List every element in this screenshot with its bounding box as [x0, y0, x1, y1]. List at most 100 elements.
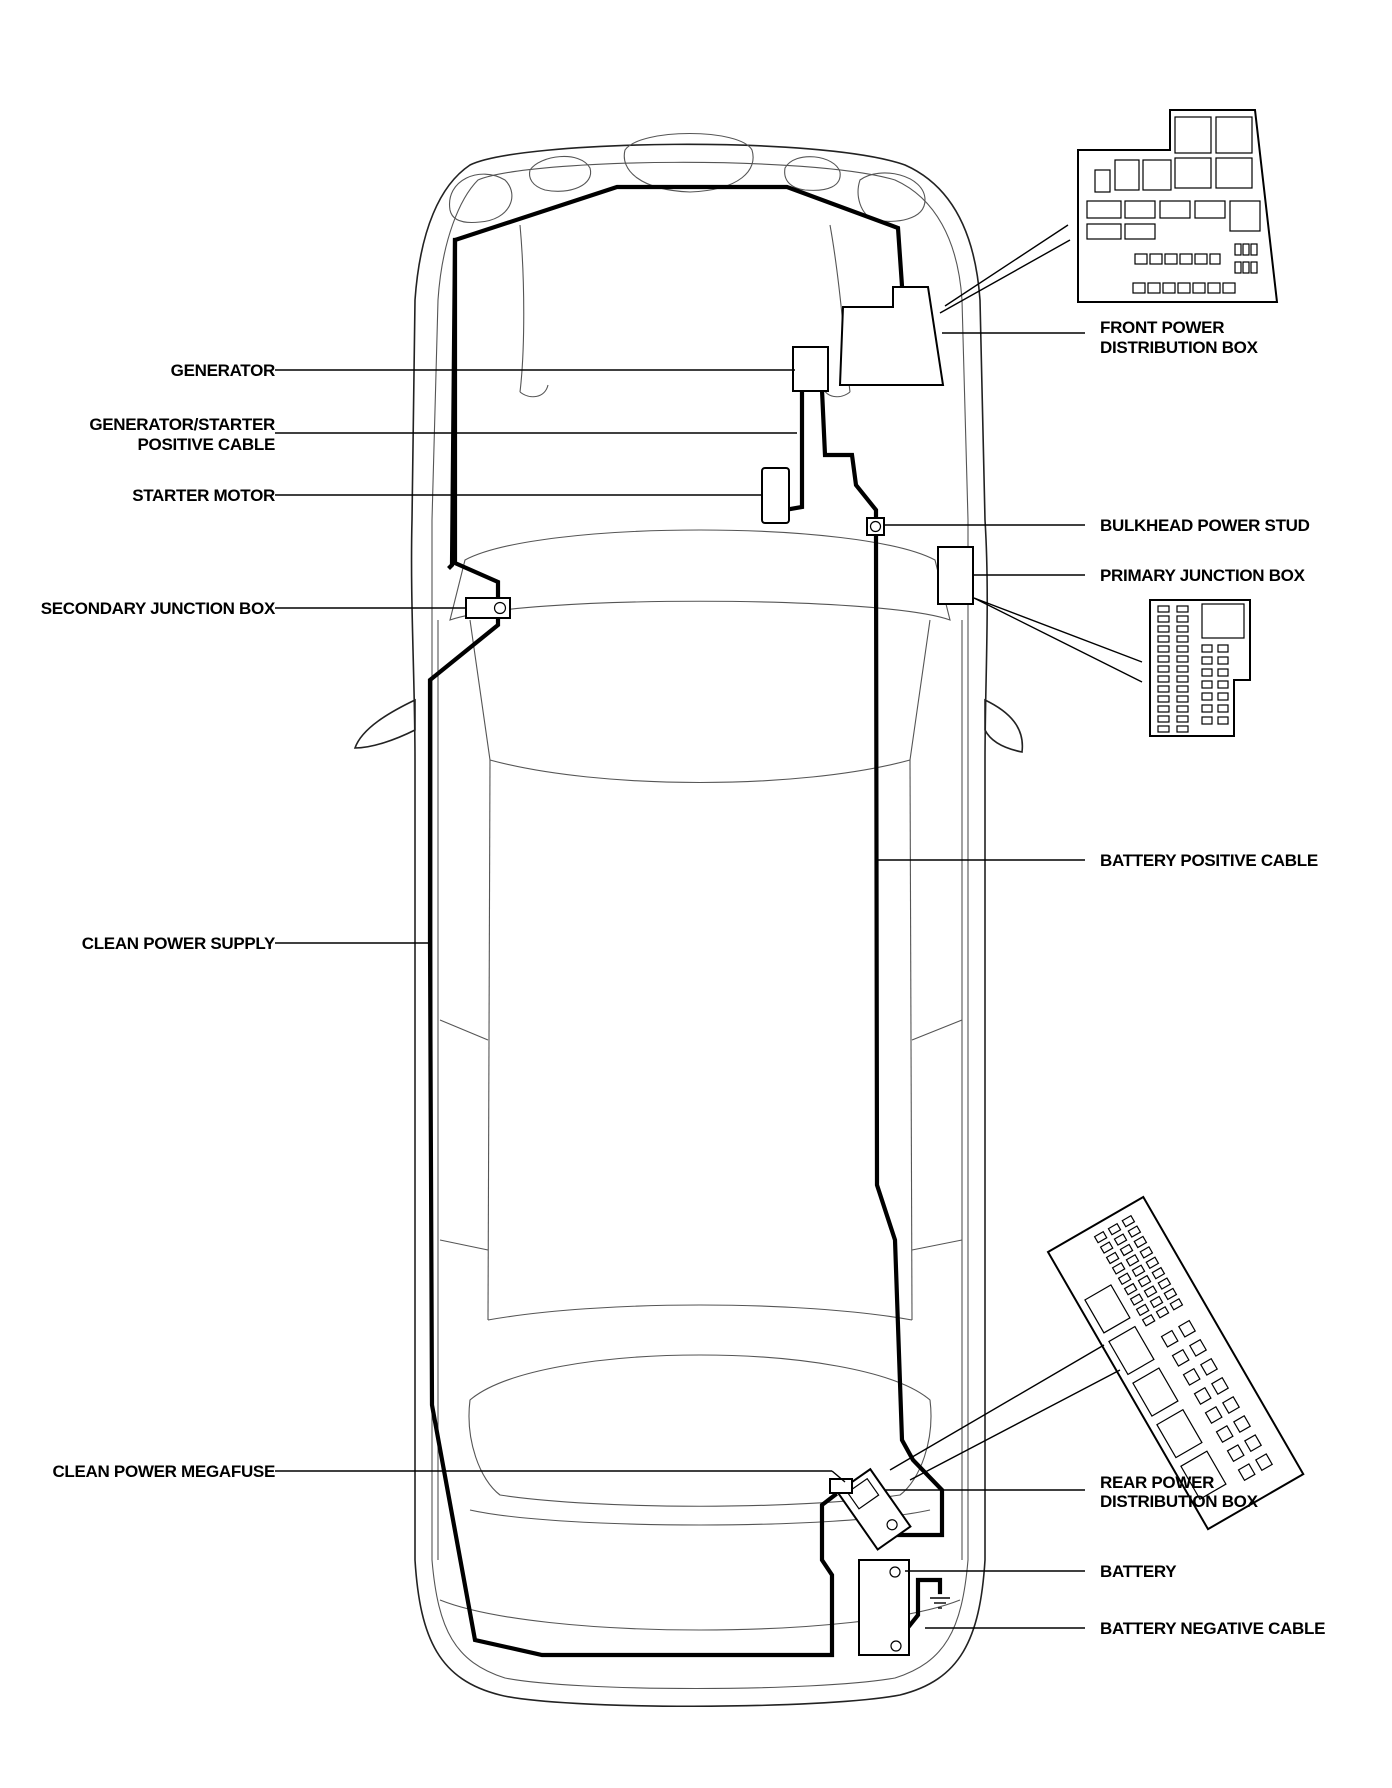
fuse-slot — [1157, 725, 1170, 733]
fuse-slot — [1105, 1251, 1120, 1265]
fuse-slot — [1137, 1274, 1152, 1288]
label-generator-starter-cable-line1: GENERATOR/STARTER — [89, 415, 275, 434]
fuse-slot — [1217, 680, 1229, 689]
fuse-slot — [1125, 1254, 1140, 1267]
label-bulkhead-power-stud: BULKHEAD POWER STUD — [1100, 516, 1310, 535]
fuse-slot — [1201, 716, 1213, 725]
label-clean-power-megafuse: CLEAN POWER MEGAFUSE — [52, 1462, 275, 1481]
fuse-slot — [1217, 692, 1229, 701]
fuse-slot — [1237, 1463, 1256, 1482]
fuse-slot — [1204, 1405, 1223, 1425]
rear-power-distribution-box — [836, 1467, 912, 1551]
fuse-slot — [1157, 715, 1170, 723]
label-battery-positive-cable: BATTERY POSITIVE CABLE — [1100, 851, 1318, 870]
fuse-slot — [1155, 1305, 1170, 1319]
ground-symbol — [930, 1597, 950, 1609]
fuse-slot — [1145, 1256, 1160, 1270]
battery — [858, 1559, 910, 1656]
primary-junction-box — [937, 546, 974, 605]
front-power-distribution-inset — [1077, 109, 1279, 303]
generator-starter-positive-cable — [782, 387, 805, 513]
fuse-slot — [1169, 1297, 1184, 1311]
battery-negative-terminal — [890, 1640, 902, 1652]
fuse-slot — [1113, 1233, 1128, 1246]
fuse-slot — [1157, 665, 1170, 673]
fuse-slot — [1176, 705, 1189, 713]
fuse-slot — [1111, 1262, 1126, 1275]
fuse-slot — [1177, 1319, 1197, 1338]
fuse-slot — [1201, 644, 1213, 653]
label-rear-power-line2: DISTRIBUTION BOX — [1100, 1492, 1259, 1511]
fuse-slot — [1157, 625, 1170, 633]
fuse-slot — [1201, 668, 1213, 677]
front-power-distribution-box — [838, 286, 945, 386]
fuse-slot — [1210, 1376, 1230, 1395]
fuse-slot — [1176, 655, 1189, 663]
labels-left: GENERATOR GENERATOR/STARTER POSITIVE CAB… — [41, 361, 277, 1481]
bulkhead-stud-terminal — [869, 520, 882, 533]
fuse-slot — [1157, 1277, 1172, 1290]
fuse-slot — [1221, 1395, 1241, 1415]
fuse-slot — [1176, 665, 1189, 673]
fuse-slot — [1176, 695, 1189, 703]
fuse-slot — [1139, 1246, 1154, 1259]
fuse-slot — [1108, 1325, 1155, 1376]
fuse-slot — [1163, 1287, 1178, 1301]
fuse-slot — [1201, 704, 1213, 713]
fuse-slot — [1157, 675, 1170, 683]
fuse-slot — [1188, 1338, 1208, 1357]
fuse-slot — [1160, 1329, 1179, 1348]
fuse-slot — [1151, 1266, 1166, 1280]
fuse-slot — [1119, 1243, 1134, 1257]
fuse-slot — [1176, 625, 1189, 633]
fuse-slot — [1157, 645, 1170, 653]
fuse-slot — [1199, 1357, 1219, 1376]
fuse-slot — [1107, 1222, 1122, 1236]
fuse-slot — [1176, 615, 1189, 623]
fuse-slot — [1157, 615, 1170, 623]
fuse-slot — [1176, 685, 1189, 693]
fuse-slot — [1123, 1282, 1138, 1296]
label-battery: BATTERY — [1100, 1562, 1177, 1581]
fuse-slot — [1133, 1235, 1148, 1249]
components — [465, 286, 974, 1656]
fuse-slot — [1135, 1303, 1150, 1317]
label-generator-starter-cable-line2: POSITIVE CABLE — [138, 435, 276, 454]
fuse-slot — [1232, 1415, 1252, 1434]
secondary-junction-terminal — [493, 601, 507, 615]
fuse-slot — [1254, 1453, 1274, 1472]
cable-runs — [427, 184, 945, 1658]
fuse-slot — [1176, 715, 1189, 723]
fuse-slot — [1149, 1295, 1164, 1309]
battery-positive-terminal — [889, 1566, 901, 1578]
fuse-slot — [1129, 1293, 1144, 1306]
label-rear-power-line1: REAR POWER — [1100, 1473, 1214, 1492]
label-starter-motor: STARTER MOTOR — [132, 486, 275, 505]
clean-power-megafuse — [829, 1478, 853, 1494]
fuse-slot — [1157, 705, 1170, 713]
fuse-slot — [1176, 605, 1189, 613]
generator — [792, 346, 829, 392]
fuse-slot — [1226, 1444, 1245, 1463]
front-harness-cable — [447, 184, 905, 570]
generator-to-bulkhead-cable — [819, 387, 879, 528]
label-secondary-junction-box: SECONDARY JUNCTION BOX — [41, 599, 276, 618]
fuse-slot — [1217, 716, 1229, 725]
fuse-slot — [1182, 1367, 1201, 1386]
fuse-slot — [1143, 1285, 1158, 1298]
fuse-slot — [1176, 725, 1189, 733]
fuse-slot — [1201, 680, 1213, 689]
fuse-slot — [1217, 704, 1229, 713]
fuse-slot — [1127, 1225, 1142, 1238]
label-front-power-line2: DISTRIBUTION BOX — [1100, 338, 1259, 357]
rear-power-distribution-inset — [1046, 1195, 1305, 1531]
fuse-slot — [1201, 692, 1213, 701]
leader-lines — [275, 224, 1143, 1629]
fuse-slot — [1157, 695, 1170, 703]
labels-right: FRONT POWER DISTRIBUTION BOX BULKHEAD PO… — [1100, 318, 1325, 1638]
fuse-slot — [1217, 644, 1229, 653]
fuse-slot — [1201, 656, 1213, 665]
fuse-slot — [1132, 1367, 1179, 1417]
